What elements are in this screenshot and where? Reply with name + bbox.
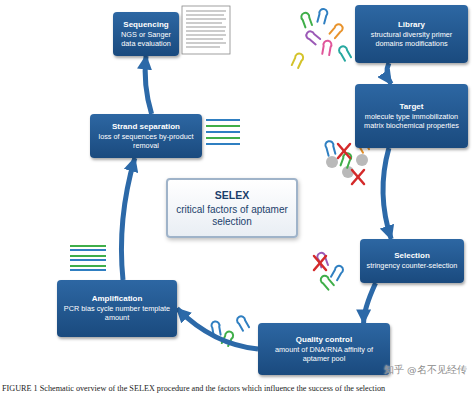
box-title: Library: [360, 20, 463, 30]
box-title: Selection: [365, 251, 459, 261]
selection-molecules: [314, 252, 344, 290]
aptamer: [338, 45, 352, 61]
pool-molecules: [211, 315, 250, 346]
cycle-arrow: [364, 283, 376, 323]
strand: [206, 125, 240, 127]
cross-line: [314, 256, 326, 270]
pcr-strands: [70, 246, 106, 270]
strand: [206, 137, 240, 139]
box-title: Target: [360, 102, 463, 112]
strand: [206, 131, 240, 133]
strand: [70, 249, 106, 251]
target-bead: [356, 154, 368, 166]
process-box: AmplificationPCR bias cycle number templ…: [57, 280, 177, 337]
printout-line: [186, 22, 222, 23]
aptamer: [305, 30, 321, 45]
aptamer: [331, 264, 345, 280]
box-title: Sequencing: [118, 20, 174, 30]
aptamer: [221, 330, 234, 346]
box-body: loss of sequences by-product removal: [95, 133, 197, 150]
box-title: SELEX: [173, 189, 291, 202]
figure-caption: FIGURE 1 Schematic overview of the SELEX…: [2, 384, 385, 393]
box-title: Strand separation: [95, 122, 197, 132]
strand: [70, 265, 106, 267]
process-box: Quality controlamount of DNA/RNA affinit…: [258, 323, 390, 375]
printout-lines: [186, 11, 226, 47]
printout-line: [186, 38, 223, 39]
box-body: stringency counter-selection: [365, 262, 459, 271]
red-cross: [314, 256, 326, 270]
box-body: NGS or Sanger data evaluation: [118, 31, 174, 48]
target-bead: [326, 156, 338, 168]
red-cross: [352, 170, 364, 184]
cycle-arrow: [383, 148, 391, 239]
cross-line: [338, 144, 350, 158]
process-box: Targetmolecule type immobilization matri…: [355, 84, 468, 148]
box-body: molecule type immobilization matrix bioc…: [360, 113, 463, 130]
cycle-arrow: [387, 63, 391, 84]
strand: [70, 245, 106, 247]
cross-line: [352, 170, 364, 184]
printout-line: [186, 26, 226, 27]
cross-line: [314, 256, 326, 270]
box-body: amount of DNA/RNA affinity of aptamer po…: [263, 346, 385, 363]
cycle-arrow: [121, 158, 134, 280]
aptamer: [291, 52, 304, 68]
printout-line: [186, 18, 226, 19]
aptamer: [329, 23, 344, 39]
library-molecules: [291, 8, 351, 68]
aptamer: [324, 140, 335, 156]
box-title: Amplification: [62, 294, 172, 304]
sequence-printout: [182, 6, 230, 54]
red-cross: [338, 144, 350, 158]
printout-line: [186, 42, 226, 43]
printout-line: [186, 30, 225, 31]
strand: [70, 269, 106, 271]
process-box: Strand separationloss of sequences by-pr…: [90, 114, 202, 158]
aptamer: [322, 40, 332, 55]
printout-line: [186, 46, 220, 47]
strand: [206, 143, 240, 145]
box-body: structural diversity primer domains modi…: [360, 31, 463, 48]
process-box: SequencingNGS or Sanger data evaluation: [113, 12, 179, 56]
cross-line: [338, 144, 350, 158]
process-box: Selectionstringency counter-selection: [360, 239, 464, 283]
box-body: critical factors of aptamer selection: [173, 204, 291, 228]
printout-line: [186, 14, 224, 15]
separated-strands: [206, 120, 240, 144]
aptamer: [300, 12, 312, 28]
cycle-arrow: [177, 309, 258, 350]
box-body: PCR bias cycle number template amount: [62, 305, 172, 322]
strand: [70, 255, 106, 257]
aptamer: [236, 315, 250, 331]
cross-line: [352, 170, 364, 184]
center-box: SELEX critical factors of aptamer selecti…: [166, 178, 298, 238]
printout-line: [186, 10, 226, 11]
strand: [206, 119, 240, 121]
cycle-arrow: [145, 56, 151, 114]
box-title: Quality control: [263, 335, 385, 345]
aptamer: [317, 8, 328, 24]
strand: [70, 259, 106, 261]
printout-line: [186, 34, 226, 35]
aptamer: [211, 321, 221, 336]
aptamer: [319, 274, 334, 290]
process-box: Librarystructural diversity primer domai…: [355, 5, 468, 63]
watermark: 知乎 @名不见经传: [384, 364, 467, 377]
